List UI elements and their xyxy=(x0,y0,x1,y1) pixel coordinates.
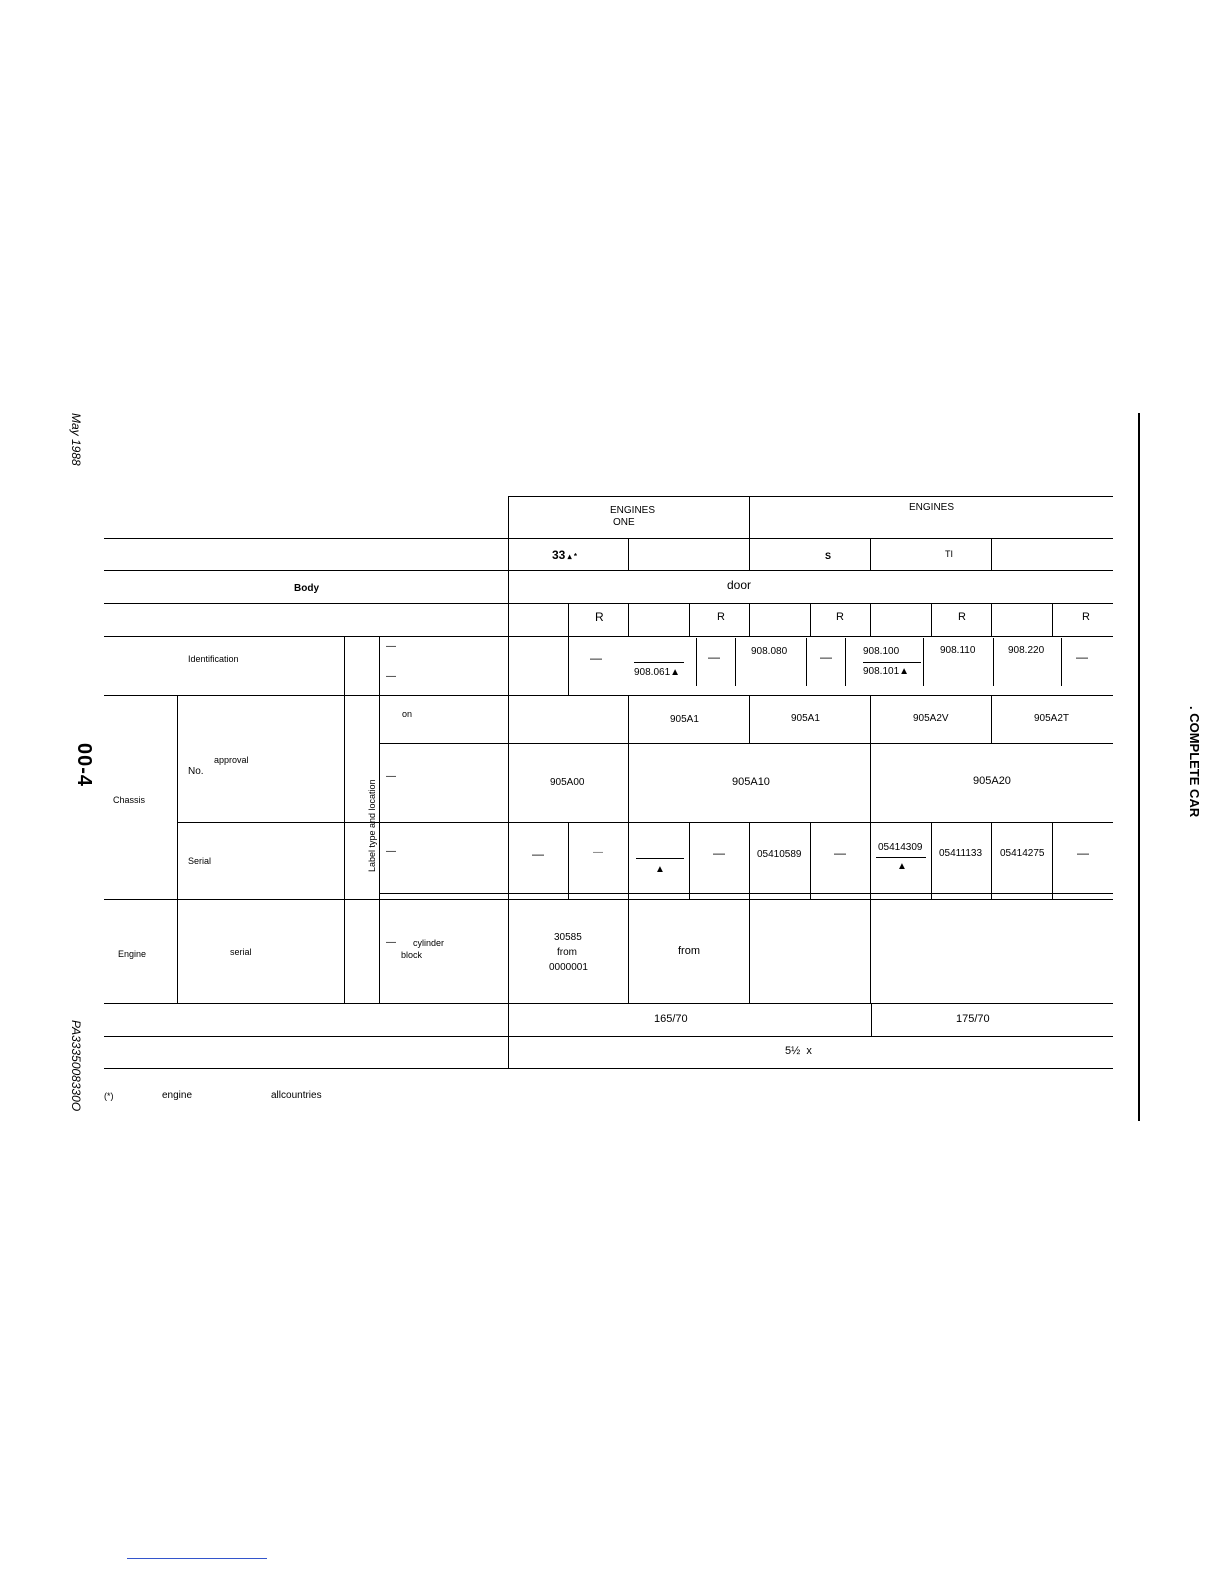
block-label: block xyxy=(401,950,423,960)
serial-c7-top: 05414309 xyxy=(878,842,923,853)
version-b1: S xyxy=(825,551,832,561)
approval-code: 905A10 xyxy=(732,776,770,788)
footnote-countries: allcountries xyxy=(271,1090,322,1101)
r-mark: R xyxy=(1082,611,1090,623)
ident-c5: — xyxy=(820,650,832,664)
row-dash: — xyxy=(386,641,396,652)
type-code: 905A2T xyxy=(1034,713,1070,724)
r-mark: R xyxy=(958,611,966,623)
serial-c8: 05411133 xyxy=(939,848,983,859)
serial-c9: 05414275 xyxy=(1000,848,1045,859)
approval-label: approval xyxy=(214,755,249,765)
identification-label: Identification xyxy=(188,654,239,664)
cylinder-label: cylinder xyxy=(413,938,445,948)
r-mark: R xyxy=(836,611,844,623)
engine-from-b: from xyxy=(678,945,700,957)
row-dash: — xyxy=(386,671,396,682)
row-dash: — xyxy=(386,937,396,948)
chassis-label: Chassis xyxy=(113,795,146,805)
page-number: 00-4 xyxy=(73,743,95,788)
issue-date: May 1988 xyxy=(69,413,83,466)
version-a1: 33 ▴ * xyxy=(552,548,577,562)
r-mark: R xyxy=(717,611,725,623)
footnote-engine: engine xyxy=(162,1090,193,1101)
ident-c8: 908.220 xyxy=(1008,645,1045,656)
section-heading: . COMPLETE CAR xyxy=(1187,706,1202,818)
serial-c5: 05410589 xyxy=(757,849,802,860)
engine-value: 0000001 xyxy=(549,962,588,973)
version-b2: TI xyxy=(945,549,953,559)
label-type-location-heading: Label type and location xyxy=(367,779,377,872)
engine-value: from xyxy=(557,947,577,958)
ident-c6-top: 908.100 xyxy=(863,646,900,657)
row-dash: — xyxy=(386,771,396,782)
serial-c10: — xyxy=(1077,846,1089,860)
type-code: 905A1 xyxy=(791,713,820,724)
group-b-header: ENGINES xyxy=(909,502,955,513)
approval-code: 905A20 xyxy=(973,775,1011,787)
group-a-header-line1: ENGINES xyxy=(610,505,656,516)
tyre-size-a: 165/70 xyxy=(654,1013,688,1025)
serial-c6: — xyxy=(834,846,846,860)
ident-c1: — xyxy=(590,651,602,665)
ident-c4: 908.080 xyxy=(751,646,788,657)
body-label: Body xyxy=(294,583,319,594)
serial-c2: — xyxy=(593,847,603,858)
engine-label: Engine xyxy=(118,949,147,959)
approval-no-label: No. xyxy=(188,766,204,777)
r-mark: R xyxy=(595,610,604,624)
tyre-size-b: 175/70 xyxy=(956,1013,990,1025)
engine-serial-label: serial xyxy=(230,947,252,957)
serial-c1: — xyxy=(532,847,544,861)
ident-c7: 908.110 xyxy=(940,645,976,656)
on-label: on xyxy=(402,709,413,719)
group-a-header-line2: ONE xyxy=(613,517,635,528)
type-code: 905A1 xyxy=(670,714,699,725)
bottom-rule xyxy=(127,1558,267,1559)
serial-c4: — xyxy=(713,846,725,860)
body-value: door xyxy=(727,578,752,592)
triangle-marker-icon: ▲ xyxy=(897,861,907,872)
row-dash: — xyxy=(386,846,396,857)
document-reference: PA3335008330O xyxy=(69,1020,83,1112)
right-margin-rule xyxy=(1138,413,1140,1121)
engine-value: 30585 xyxy=(554,932,582,943)
triangle-marker-icon: ▲ xyxy=(655,864,665,875)
serial-label: Serial xyxy=(188,856,212,866)
ident-c6-bottom: 908.101▲ xyxy=(863,666,910,677)
ident-c3: — xyxy=(708,650,720,664)
ident-c9: — xyxy=(1076,650,1088,664)
type-code: 905A2V xyxy=(913,713,949,724)
ident-c2: 908.061▲ xyxy=(634,667,681,678)
approval-code: 905A00 xyxy=(550,777,585,788)
rim-size: 5½ x xyxy=(785,1045,812,1057)
footnote-marker: (*) xyxy=(104,1091,114,1101)
